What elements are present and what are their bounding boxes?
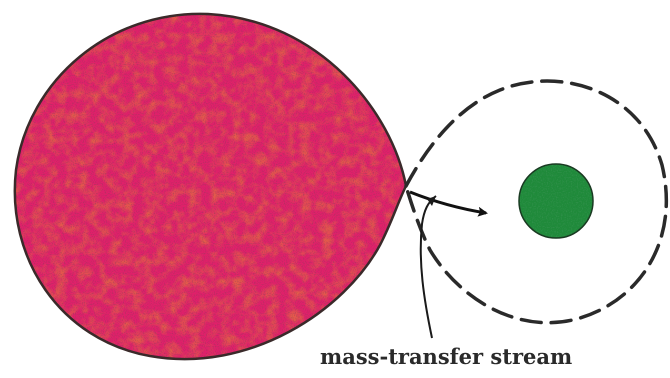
mass-transfer-stream-arrow	[410, 192, 486, 213]
companion-star	[519, 164, 593, 238]
caption-leader-line	[421, 196, 436, 338]
donor-star	[15, 14, 406, 359]
donor-star-speckle	[15, 14, 406, 359]
mass-transfer-stream-label: mass-transfer stream	[320, 344, 572, 369]
